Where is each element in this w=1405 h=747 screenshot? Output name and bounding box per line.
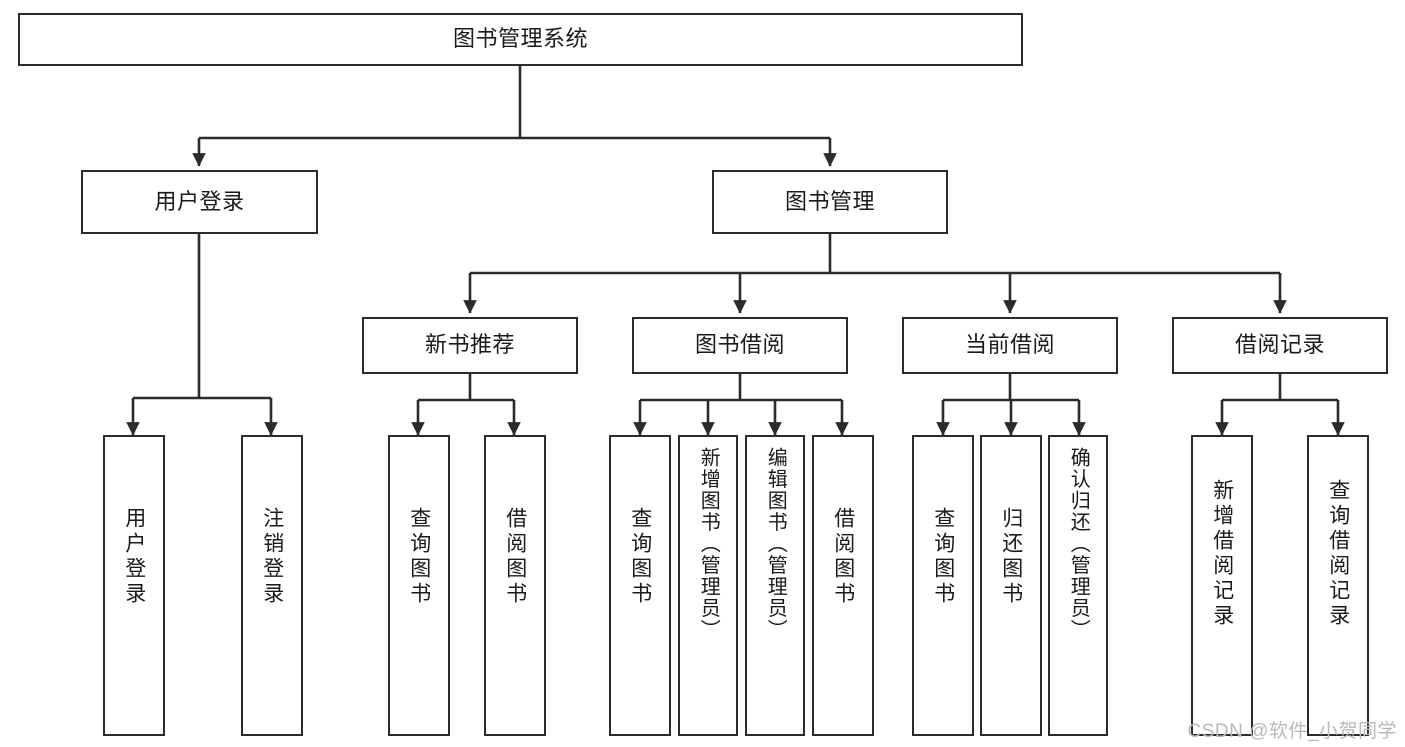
node-borrow-record-label: 借阅记录 [1234,332,1325,358]
leaf-return-book[interactable]: 归还图书 [980,435,1042,736]
leaf-logout[interactable]: 注销登录 [241,435,303,736]
leaf-logout-label: 注销登录 [260,507,284,607]
node-book-management-label: 图书管理 [784,188,875,214]
node-user-login-label: 用户登录 [154,188,245,214]
leaf-edit-book-label: 编辑图书（管理员） [764,447,787,641]
leaf-add-record[interactable]: 新增借阅记录 [1191,435,1253,736]
leaf-query-book-2-label: 查询图书 [628,507,652,607]
leaf-confirm-return[interactable]: 确认归还（管理员） [1048,435,1108,736]
leaf-confirm-return-label: 确认归还（管理员） [1067,447,1090,641]
leaf-query-book-3-label: 查询图书 [931,507,955,607]
node-borrow-record[interactable]: 借阅记录 [1172,317,1388,374]
watermark-text: CSDN @软件_小贺同学 [1187,721,1397,742]
node-current-borrow-label: 当前借阅 [964,332,1055,358]
node-new-book-recommend[interactable]: 新书推荐 [362,317,578,374]
leaf-add-book[interactable]: 新增图书（管理员） [678,435,738,736]
node-book-management[interactable]: 图书管理 [712,170,948,234]
leaf-query-record[interactable]: 查询借阅记录 [1307,435,1369,736]
leaf-add-record-label: 新增借阅记录 [1210,479,1234,629]
node-book-borrow-label: 图书借阅 [694,332,785,358]
leaf-query-book-1[interactable]: 查询图书 [388,435,450,736]
leaf-query-book-2[interactable]: 查询图书 [609,435,671,736]
leaf-borrow-book-2[interactable]: 借阅图书 [812,435,874,736]
leaf-edit-book[interactable]: 编辑图书（管理员） [745,435,805,736]
node-current-borrow[interactable]: 当前借阅 [902,317,1118,374]
leaf-query-record-label: 查询借阅记录 [1326,479,1350,629]
node-new-book-recommend-label: 新书推荐 [424,332,515,358]
node-root[interactable]: 图书管理系统 [18,13,1023,66]
leaf-borrow-book-1-label: 借阅图书 [503,507,527,607]
leaf-add-book-label: 新增图书（管理员） [697,447,720,641]
node-root-label: 图书管理系统 [452,26,588,52]
leaf-user-login[interactable]: 用户登录 [103,435,165,736]
node-user-login[interactable]: 用户登录 [81,170,318,234]
leaf-borrow-book-1[interactable]: 借阅图书 [484,435,546,736]
leaf-return-book-label: 归还图书 [999,507,1023,607]
leaf-user-login-label: 用户登录 [122,507,146,607]
node-book-borrow[interactable]: 图书借阅 [632,317,848,374]
leaf-query-book-1-label: 查询图书 [407,507,431,607]
leaf-query-book-3[interactable]: 查询图书 [912,435,974,736]
leaf-borrow-book-2-label: 借阅图书 [831,507,855,607]
